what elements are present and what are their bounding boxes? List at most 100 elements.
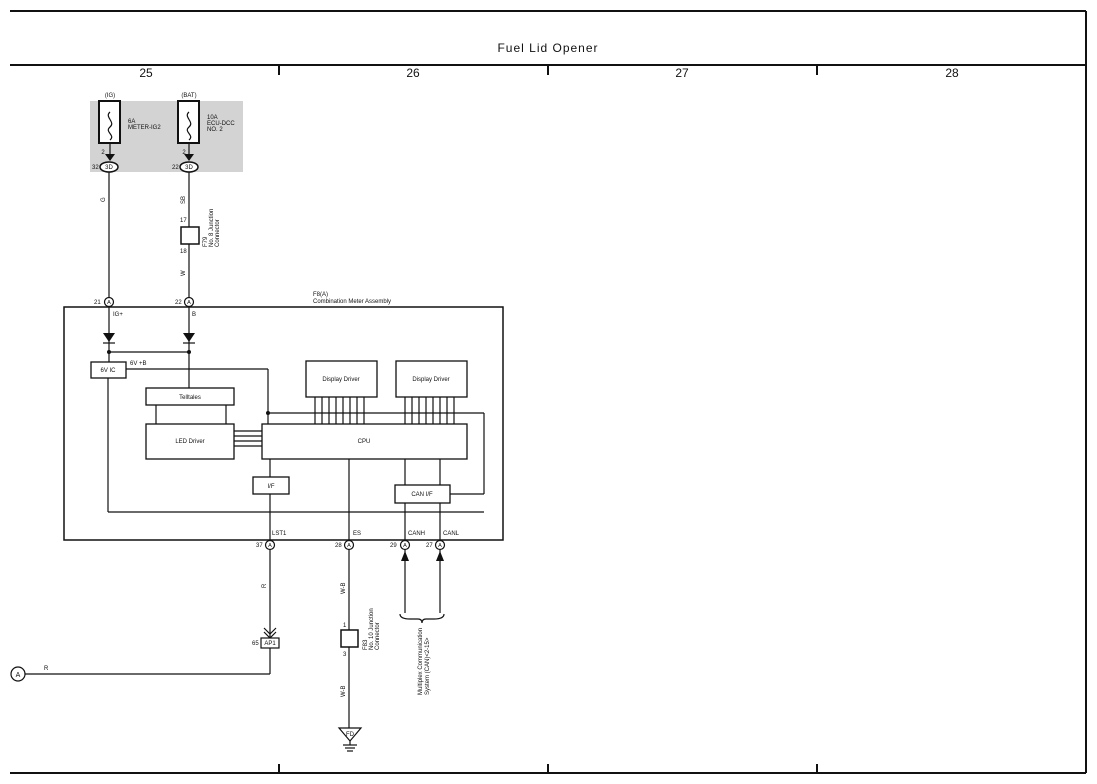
display-driver-label: Display Driver xyxy=(322,377,359,383)
arrow-up-icon xyxy=(436,551,444,561)
meter-code: F8(A) xyxy=(313,292,328,298)
chevron-down-icon xyxy=(263,627,277,635)
cpu-block xyxy=(261,423,468,460)
connector-icon xyxy=(434,539,446,551)
multiplex-label: System (CAN)<2-15> xyxy=(425,637,431,695)
diode-icon xyxy=(103,333,115,342)
connector-code: 3D xyxy=(105,165,113,171)
ic-output-label: 6V +B xyxy=(130,361,147,367)
connector-code: AP1 xyxy=(264,641,276,647)
junction-box-icon xyxy=(340,629,359,648)
telltales-label: Telltales xyxy=(179,395,201,401)
connector-pin: 65 xyxy=(252,641,259,647)
can-interface-label: CAN I/F xyxy=(411,492,433,498)
junction-connector-f79: 17 18 F79 No. 8 Junction Connector xyxy=(180,209,221,255)
wire-color-label: R xyxy=(262,583,268,588)
meter-pin: 37 xyxy=(256,543,263,549)
connector-letter: A xyxy=(438,543,442,549)
connector-letter: A xyxy=(403,543,407,549)
fuse-pin: 2 xyxy=(182,150,186,156)
fuse-source-bat: (BAT) xyxy=(181,93,196,99)
frame xyxy=(10,10,1087,774)
wire-color-label: G xyxy=(101,197,107,202)
connector-letter: A xyxy=(268,543,272,549)
can-interface-block xyxy=(394,484,451,504)
fuse-icon xyxy=(177,100,200,144)
column-label-28: 28 xyxy=(945,66,959,80)
junction-code: F79 xyxy=(203,236,209,247)
junction-pin: 3 xyxy=(343,652,347,658)
connector-icon xyxy=(399,539,411,551)
fuse-source-ig: (IG) xyxy=(105,93,115,99)
junction-pin: 18 xyxy=(180,249,187,255)
meter-terminal-label: CANH xyxy=(408,531,425,537)
connector-icon xyxy=(343,539,355,551)
led-driver-block xyxy=(145,423,235,460)
arrow-down-icon xyxy=(184,154,194,161)
column-label-25: 25 xyxy=(139,66,153,80)
connector-pin: 22 xyxy=(172,165,179,171)
fuse-name: METER-IG2 xyxy=(128,125,161,131)
meter-terminal-label: B xyxy=(192,312,196,318)
column-label-27: 27 xyxy=(675,66,689,80)
connector-code: 3D xyxy=(185,165,193,171)
fuse-ecu-dcc: (BAT) 10A ECU-DCC NO. 2 2 22 3D xyxy=(172,93,235,173)
meter-terminal-label: CANL xyxy=(443,531,460,537)
brace-icon xyxy=(399,613,445,624)
connector-pin: 32 xyxy=(92,165,99,171)
column-label-26: 26 xyxy=(406,66,420,80)
meter-terminal-label: LST1 xyxy=(272,531,287,537)
junction-pin: 1 xyxy=(343,623,347,629)
diode-icon xyxy=(183,333,195,342)
wire-color-label: W xyxy=(181,270,187,276)
meter-pin: 22 xyxy=(175,300,182,306)
ground-icon xyxy=(337,727,363,752)
reference-letter: A xyxy=(16,672,21,679)
junction-label: No. 8 Junction xyxy=(209,209,215,247)
display-driver-block xyxy=(305,360,378,398)
display-driver-block xyxy=(395,360,468,398)
wire-color-label: W-B xyxy=(341,685,347,697)
junction-code: F83 xyxy=(363,639,369,650)
connector-letter: A xyxy=(187,300,191,306)
fuse-name-line2: NO. 2 xyxy=(207,127,223,133)
interface-label: I/F xyxy=(268,484,275,490)
meter-pin: 29 xyxy=(390,543,397,549)
reference-connector-icon xyxy=(10,666,26,682)
arrow-down-icon xyxy=(105,154,115,161)
junction-connector-f83: 1 3 F83 No. 10 Junction Connector xyxy=(340,608,381,658)
ground-label: FD xyxy=(346,732,355,738)
wire-color-label: R xyxy=(44,666,49,672)
meter-pin: 27 xyxy=(426,543,433,549)
fuse-icon xyxy=(98,100,121,144)
meter-terminal-label: IG+ xyxy=(113,312,123,318)
junction-box-icon xyxy=(180,226,200,245)
meter-name: Combination Meter Assembly xyxy=(313,299,391,305)
telltales-block xyxy=(145,387,235,406)
fuse-meter-ig2: (IG) 6A METER-IG2 2 32 3D xyxy=(92,93,161,173)
wire-color-label: SB xyxy=(181,196,187,204)
junction-label: Connector xyxy=(375,622,381,650)
fuse-rating: 10A xyxy=(207,115,218,121)
bus-lines xyxy=(314,397,455,424)
connector-letter: A xyxy=(347,543,351,549)
fuse-pin: 2 xyxy=(101,150,105,156)
ic-label: 6V IC xyxy=(100,368,116,374)
meter-terminal-label: ES xyxy=(353,531,361,537)
led-driver-label: LED Driver xyxy=(175,439,204,445)
multiplex-label: Multiplex Communication xyxy=(418,628,424,695)
connector-letter: A xyxy=(107,300,111,306)
arrow-up-icon xyxy=(401,551,409,561)
wire-color-label: W-B xyxy=(341,582,347,594)
connector-icon xyxy=(264,539,276,551)
display-driver-label: Display Driver xyxy=(412,377,449,383)
combination-meter-outline xyxy=(63,306,504,541)
diagram-title: Fuel Lid Opener xyxy=(497,41,598,55)
interface-block xyxy=(252,476,290,495)
junction-label: No. 10 Junction xyxy=(369,608,375,650)
meter-pin: 28 xyxy=(335,543,342,549)
fuse-rating: 6A xyxy=(128,119,135,125)
cpu-label: CPU xyxy=(358,439,371,445)
junction-pin: 17 xyxy=(180,218,187,224)
